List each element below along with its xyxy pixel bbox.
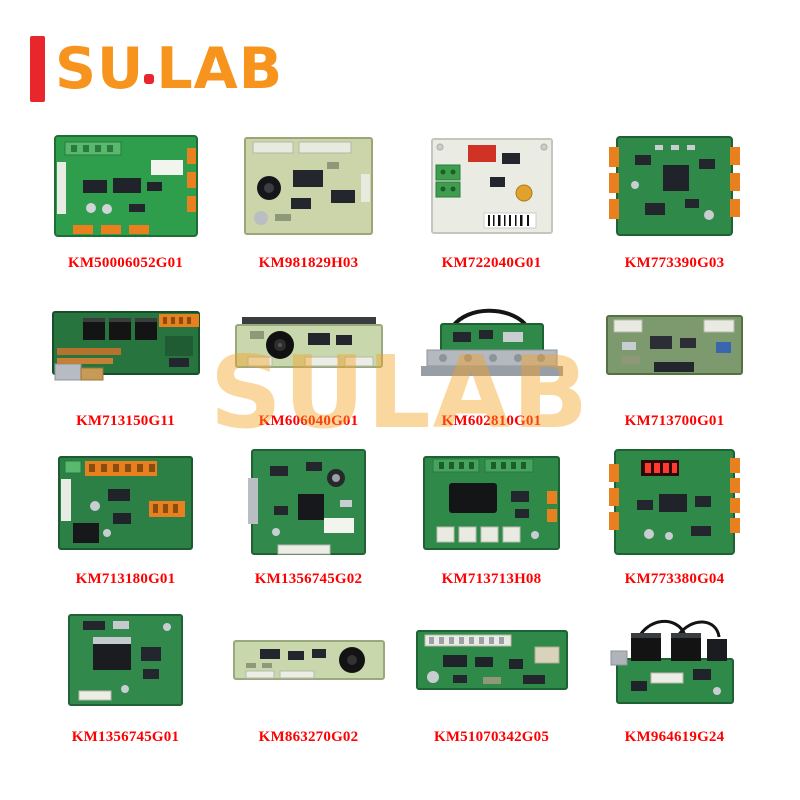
part-number-label: KM602810G01 [441, 413, 542, 429]
product-photo [217, 120, 400, 251]
part-number-label: KM863270G02 [258, 729, 359, 745]
part-number-label: KM713713H08 [441, 571, 542, 587]
product-photo [400, 594, 583, 725]
logo-red-bar [30, 36, 45, 102]
product-card: KM713180G01 [34, 436, 217, 594]
part-number-label: KM773390G03 [624, 255, 725, 271]
product-photo [34, 594, 217, 725]
part-number-label: KM713180G01 [75, 571, 176, 587]
pcb-photo-km713180g01 [58, 455, 193, 550]
pcb-photo-km713150g11 [51, 310, 200, 380]
product-photo [34, 278, 217, 409]
pcb-photo-km713713h08 [423, 455, 560, 550]
product-card: KM863270G02 [217, 594, 400, 752]
product-photo [217, 436, 400, 567]
part-number-label: KM1356745G02 [254, 571, 363, 587]
product-photo [400, 278, 583, 409]
part-number-label: KM713700G01 [624, 413, 725, 429]
product-card: KM722040G01 [400, 120, 583, 278]
pcb-photo-km863270g02 [232, 639, 385, 680]
part-number-label: KM713150G11 [76, 413, 175, 429]
pcb-photo-km1356745g02 [248, 448, 366, 555]
product-card: KM981829H03 [217, 120, 400, 278]
product-card: KM964619G24 [583, 594, 766, 752]
product-card: KM1356745G02 [217, 436, 400, 594]
logo-text-part1: SU [55, 36, 145, 102]
part-number-label: KM606040G01 [258, 413, 359, 429]
pcb-photo-km981829h03 [244, 136, 373, 235]
pcb-photo-km606040g01 [234, 316, 383, 368]
product-card: KM606040G01 [217, 278, 400, 436]
product-card: KM51070342G05 [400, 594, 583, 752]
part-number-label: KM981829H03 [258, 255, 359, 271]
part-number-label: KM50006052G01 [67, 255, 184, 271]
pcb-photo-km51070342g05 [415, 629, 568, 690]
pcb-photo-km50006052g01 [53, 134, 198, 237]
pcb-photo-km964619g24 [610, 619, 734, 704]
product-grid: KM50006052G01 KM981829H03 [0, 120, 800, 752]
product-card: KM713713H08 [400, 436, 583, 594]
part-number-label: KM773380G04 [624, 571, 725, 587]
pcb-photo-km1356745g01 [68, 613, 183, 706]
part-number-label: KM722040G01 [441, 255, 542, 271]
product-photo [34, 120, 217, 251]
product-card: KM713700G01 [583, 278, 766, 436]
product-card: KM602810G01 [400, 278, 583, 436]
product-card: KM713150G11 [34, 278, 217, 436]
part-number-label: KM51070342G05 [433, 729, 550, 745]
product-photo [217, 278, 400, 409]
pcb-photo-km722040g01 [430, 137, 553, 234]
product-photo [400, 120, 583, 251]
product-photo [583, 436, 766, 567]
logo-text-part2: LAB [156, 36, 284, 102]
product-photo [34, 436, 217, 567]
pcb-photo-km773390g03 [609, 135, 740, 236]
product-photo [583, 278, 766, 409]
product-photo [583, 120, 766, 251]
product-card: KM773380G04 [583, 436, 766, 594]
product-photo [400, 436, 583, 567]
product-photo [217, 594, 400, 725]
product-card: KM50006052G01 [34, 120, 217, 278]
pcb-photo-km602810g01 [420, 308, 563, 376]
part-number-label: KM964619G24 [624, 729, 725, 745]
product-photo [583, 594, 766, 725]
logo-dot-icon [144, 74, 155, 84]
product-card: KM1356745G01 [34, 594, 217, 752]
part-number-label: KM1356745G01 [71, 729, 180, 745]
pcb-photo-km773380g04 [609, 448, 740, 555]
pcb-photo-km713700g01 [606, 314, 743, 375]
product-card: KM773390G03 [583, 120, 766, 278]
